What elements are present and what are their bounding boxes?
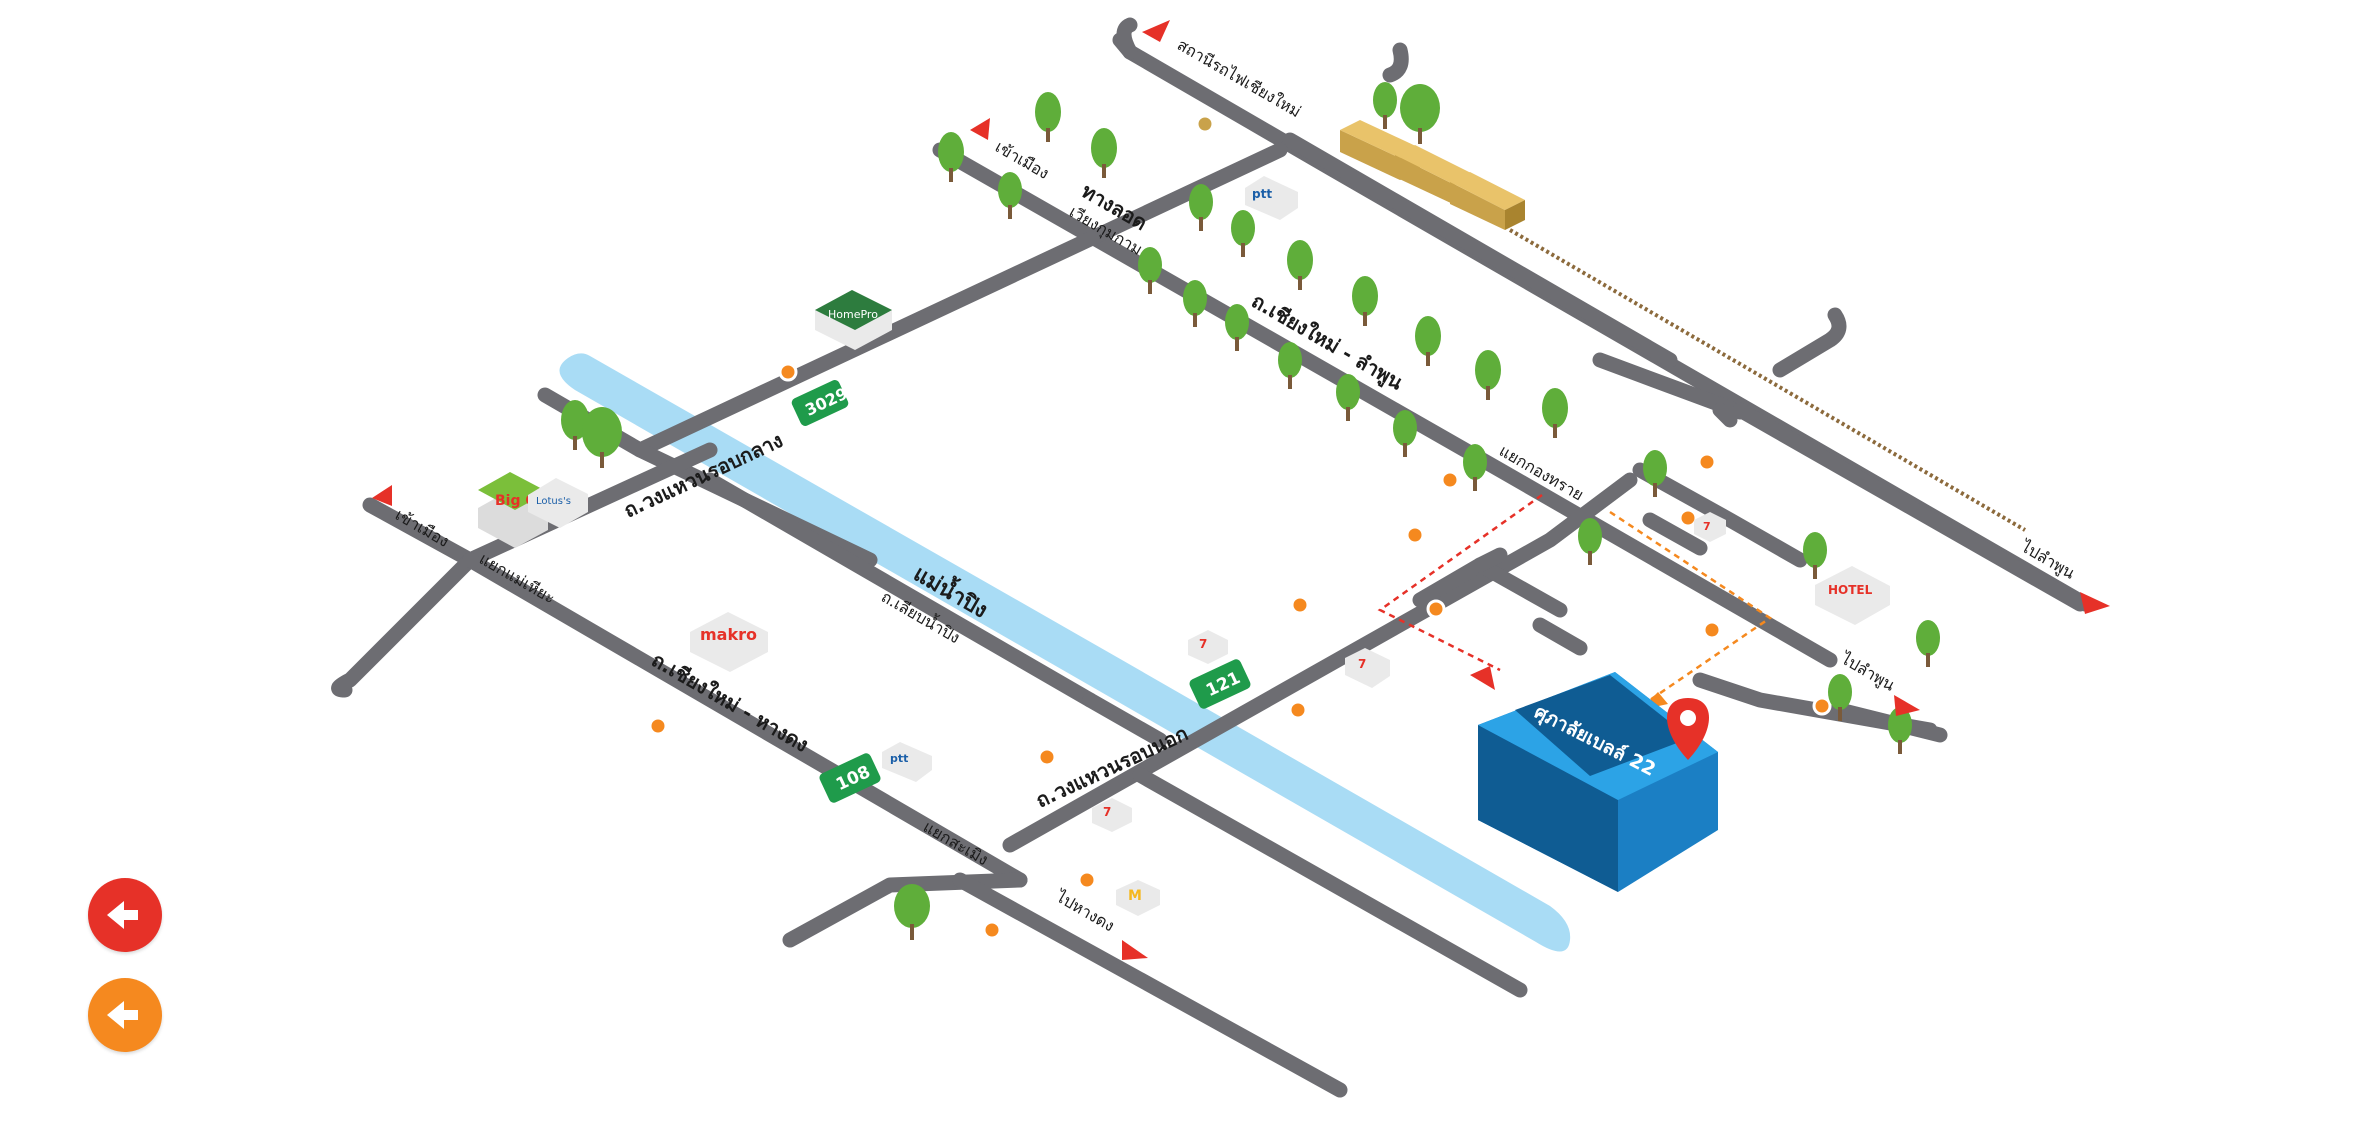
svg-text:7: 7 bbox=[1703, 520, 1711, 533]
location-pin-icon bbox=[1667, 698, 1709, 760]
svg-text:ptt: ptt bbox=[890, 752, 908, 765]
ptt-station-top: ptt bbox=[1245, 176, 1298, 220]
route-guides bbox=[1377, 493, 1773, 710]
svg-text:HOTEL: HOTEL bbox=[1828, 583, 1873, 597]
hotel: HOTEL bbox=[1815, 566, 1890, 625]
road-network bbox=[331, 17, 2093, 1098]
svg-text:HomePro: HomePro bbox=[828, 308, 878, 321]
landmarks: Big C Lotus's makro HomePro ptt ptt 7 bbox=[478, 176, 1890, 916]
ping-river bbox=[559, 353, 1571, 952]
ptt-station-bottom: ptt bbox=[882, 742, 932, 782]
svg-text:Lotus's: Lotus's bbox=[536, 496, 571, 507]
svg-text:ptt: ptt bbox=[1252, 187, 1272, 201]
lotus-store: Lotus's bbox=[528, 478, 588, 528]
back-red-button[interactable] bbox=[88, 878, 162, 952]
railway bbox=[1340, 120, 2027, 532]
svg-text:7: 7 bbox=[1199, 637, 1207, 651]
svg-text:makro: makro bbox=[700, 625, 757, 644]
svg-text:M: M bbox=[1128, 888, 1142, 904]
seven-eleven-2: 7 bbox=[1345, 648, 1390, 688]
svg-text:เข้าเมือง: เข้าเมือง bbox=[992, 137, 1052, 183]
direction-arrows bbox=[372, 20, 2110, 960]
train bbox=[1340, 120, 1525, 230]
svg-text:แยกสะเมิง: แยกสะเมิง bbox=[920, 817, 991, 869]
project-building: ศุภาลัยเบลล์ 22 bbox=[1478, 672, 1718, 892]
svg-text:7: 7 bbox=[1358, 657, 1366, 671]
svg-text:7: 7 bbox=[1103, 805, 1111, 819]
poi-dots bbox=[648, 114, 1832, 940]
arrow-left-icon bbox=[107, 901, 138, 929]
seven-eleven-4: 7 bbox=[1694, 512, 1726, 542]
route-121-sign: 121 bbox=[1189, 659, 1251, 709]
seven-eleven-1: 7 bbox=[1188, 630, 1228, 664]
seven-eleven-3: 7 bbox=[1092, 798, 1132, 832]
back-orange-button[interactable] bbox=[88, 978, 162, 1052]
trees bbox=[561, 82, 1940, 940]
mcdonalds: M bbox=[1116, 880, 1160, 916]
svg-text:Big C: Big C bbox=[495, 493, 536, 509]
homepro-store: HomePro bbox=[815, 290, 892, 350]
makro-store: makro bbox=[690, 612, 768, 672]
route-3029-sign: 3029 bbox=[791, 380, 851, 426]
arrow-left-icon bbox=[107, 1001, 138, 1029]
